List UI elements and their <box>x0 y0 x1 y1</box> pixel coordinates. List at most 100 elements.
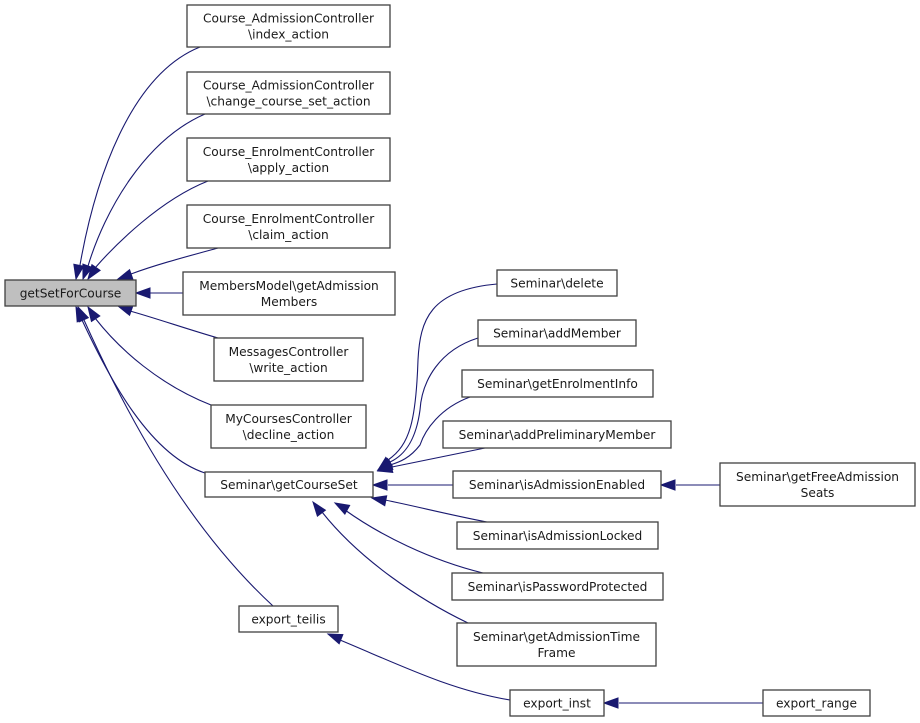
edge-ec_claim-to-getSetForCourse <box>116 247 219 280</box>
node-label: \change_course_set_action <box>206 95 370 109</box>
node-label: getSetForCourse <box>20 287 122 301</box>
node-label: MessagesController <box>229 345 350 359</box>
node-sem_getEnrol[interactable]: Seminar\getEnrolmentInfo <box>461 369 654 398</box>
node-sem_isAdmEnabled[interactable]: Seminar\isAdmissionEnabled <box>452 470 662 499</box>
node-box[interactable] <box>182 271 396 316</box>
edge-line <box>387 283 498 461</box>
node-label: export_range <box>776 697 857 711</box>
edge-sem_addPrelim-to-sem_getCourseSet <box>376 447 486 474</box>
arrowhead-icon <box>87 305 101 323</box>
edge-ac_change-to-getSetForCourse <box>82 113 206 281</box>
arrowhead-icon <box>134 287 151 299</box>
node-label: Seminar\isPasswordProtected <box>468 580 648 594</box>
node-export_inst[interactable]: export_inst <box>509 689 605 717</box>
edge-line <box>81 319 206 474</box>
node-box[interactable] <box>186 71 391 115</box>
edge-line <box>129 310 219 339</box>
edge-line <box>389 396 471 466</box>
node-ec_apply[interactable]: Course_EnrolmentController\apply_action <box>186 137 391 182</box>
node-sem_isAdmLocked[interactable]: Seminar\isAdmissionLocked <box>456 521 659 550</box>
nodes-layer: getSetForCourse Course_AdmissionControlle… <box>4 4 916 717</box>
node-box[interactable] <box>204 471 374 498</box>
node-box[interactable] <box>456 622 657 667</box>
edge-sem_addMember-to-sem_getCourseSet <box>376 337 479 471</box>
edge-export_inst-to-export_teilis <box>326 633 511 701</box>
node-export_teilis[interactable]: export_teilis <box>238 605 339 633</box>
node-box[interactable] <box>186 4 391 48</box>
node-label: Course_EnrolmentController <box>203 212 375 226</box>
node-label: Seminar\getEnrolmentInfo <box>477 377 638 391</box>
node-box[interactable] <box>456 521 659 550</box>
node-label: \apply_action <box>248 161 329 175</box>
edge-msg_write-to-getSetForCourse <box>116 305 219 339</box>
node-msg_write[interactable]: MessagesController\write_action <box>213 337 364 382</box>
node-box[interactable] <box>451 572 664 601</box>
node-box[interactable] <box>186 137 391 182</box>
node-label: export_teilis <box>251 613 325 627</box>
edge-sem_getCourseSet-to-getSetForCourse <box>75 305 206 474</box>
edge-sem_isAdmEnabled-to-sem_getCourseSet <box>371 479 453 491</box>
edge-line <box>384 499 488 523</box>
node-getSetForCourse[interactable]: getSetForCourse <box>4 279 137 307</box>
node-sem_isPwd[interactable]: Seminar\isPasswordProtected <box>451 572 664 601</box>
node-export_range[interactable]: export_range <box>762 689 871 717</box>
node-label: MembersModel\getAdmission <box>199 279 379 293</box>
arrowhead-icon <box>376 461 394 474</box>
edge-sem_getFreeSeats-to-sem_isAdmEnabled <box>659 479 720 491</box>
node-box[interactable] <box>719 462 916 507</box>
node-sem_delete[interactable]: Seminar\delete <box>496 269 618 297</box>
node-label: \decline_action <box>243 428 335 442</box>
node-label: Seminar\getFreeAdmission <box>736 470 899 484</box>
node-label: Seminar\addPreliminaryMember <box>459 428 657 442</box>
node-label: MyCoursesController <box>225 412 353 426</box>
node-box[interactable] <box>477 319 637 347</box>
arrowhead-icon <box>116 268 134 280</box>
edge-sem_getAdmTime-to-sem_getCourseSet <box>312 500 469 624</box>
arrowhead-icon <box>333 502 351 515</box>
edge-export_range-to-export_inst <box>602 697 763 709</box>
node-ac_index[interactable]: Course_AdmissionController \index_action <box>186 4 391 48</box>
node-box[interactable] <box>509 689 605 717</box>
node-label: Course_AdmissionController <box>203 79 375 93</box>
node-box[interactable] <box>762 689 871 717</box>
arrowhead-icon <box>312 500 327 518</box>
node-box[interactable] <box>210 404 367 449</box>
node-box[interactable] <box>452 470 662 499</box>
node-ec_claim[interactable]: Course_EnrolmentController\claim_action <box>186 204 391 249</box>
node-ac_change[interactable]: Course_AdmissionController \change_course… <box>186 71 391 115</box>
edge-line <box>79 46 201 266</box>
node-box[interactable] <box>238 605 339 633</box>
edge-line <box>94 180 209 269</box>
node-box[interactable] <box>186 204 391 249</box>
node-label: Course_AdmissionController <box>203 12 375 26</box>
node-sem_getCourseSet[interactable]: Seminar\getCourseSet <box>204 471 374 498</box>
node-box[interactable] <box>461 369 654 398</box>
node-label: \index_action <box>248 28 329 42</box>
node-label: Seminar\getCourseSet <box>220 478 358 492</box>
node-box[interactable] <box>496 269 618 297</box>
arrowhead-icon <box>602 697 619 709</box>
arrowhead-icon <box>73 263 85 281</box>
node-myc_decline[interactable]: MyCoursesController \decline_action <box>210 404 367 449</box>
node-sem_addMember[interactable]: Seminar\addMember <box>477 319 637 347</box>
edge-line <box>389 337 479 463</box>
edges-layer <box>73 46 763 709</box>
edge-line <box>83 319 274 607</box>
arrowhead-icon <box>87 263 101 281</box>
edge-export_teilis-to-getSetForCourse <box>77 305 274 607</box>
node-box[interactable] <box>442 420 672 449</box>
root-node-box[interactable] <box>4 279 137 307</box>
edge-line <box>94 317 212 406</box>
edge-line <box>87 113 206 267</box>
node-box[interactable] <box>213 337 364 382</box>
arrowhead-icon <box>116 305 134 317</box>
edge-line <box>344 509 484 574</box>
arrowhead-icon <box>659 479 676 491</box>
arrowhead-icon <box>82 263 94 281</box>
node-sem_addPrelim[interactable]: Seminar\addPreliminaryMember <box>442 420 672 449</box>
node-label: Seminar\isAdmissionEnabled <box>469 478 645 492</box>
